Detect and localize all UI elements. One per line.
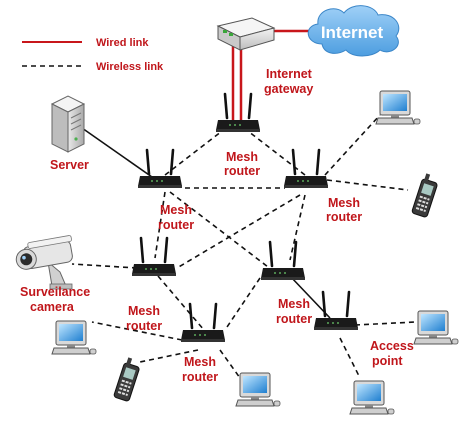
mesh-router-label: router [276,312,312,326]
mobile-phone-icon [410,172,441,219]
wireless-link [139,349,199,363]
wireless-link [164,127,227,176]
mesh-router-label: Mesh [328,196,360,210]
desktop-computer-icon [375,90,421,125]
mesh-router-label: router [182,370,218,384]
router-icon [214,92,262,134]
mesh-router-label: router [158,218,194,232]
desktop-computer-icon [235,372,281,407]
desktop-computer-icon [51,320,97,355]
wireless-link [169,191,273,271]
wireless-link [324,114,381,176]
legend-wireless-label: Wireless link [96,61,164,73]
server-icon [50,95,86,153]
wireless-link [354,321,417,326]
internet-gateway-label: gateway [264,82,313,96]
router-icon [136,148,184,190]
router-icon [259,240,307,282]
legend-wired-label: Wired link [96,37,149,49]
mesh-router-label: router [126,319,162,333]
mesh-router-label: Mesh [160,203,192,217]
mesh-router-label: router [326,210,362,224]
internet-gateway-label: Internet [266,67,313,81]
mesh-router-label: Mesh [128,304,160,318]
wireless-link [71,263,138,269]
access-point-icon [312,290,360,332]
access-point-label: Access [370,339,414,353]
desktop-computer-icon [413,310,459,345]
mobile-phone-icon [112,356,143,403]
internet-gateway-icon [216,17,276,51]
mesh-router-label: router [224,164,260,178]
surveillance-camera-label: camera [30,300,75,314]
wireless-link [326,179,409,191]
desktop-computer-icon [349,380,395,415]
router-icon [282,148,330,190]
legend: Wired link Wireless link [22,37,164,73]
wireless-link [289,194,306,261]
internet-label: Internet [321,23,384,42]
server-label: Server [50,158,89,172]
wireless-link [224,277,261,331]
surveillance-camera-label: Surveilance [20,285,90,299]
wireless-link [91,321,183,341]
mesh-router-label: Mesh [184,355,216,369]
router-icon [130,236,178,278]
router-icon [179,302,227,344]
mesh-router-label: Mesh [226,150,258,164]
wireless-link [219,349,241,379]
wireless-link [176,194,301,269]
wireless-link [157,275,205,331]
wired-link-server-mesh1 [81,127,153,178]
wireless-link [154,191,166,259]
wireless-link [339,337,361,379]
mesh-router-label: Mesh [278,297,310,311]
internet-cloud-icon: Internet [307,5,400,57]
access-point-label: point [372,354,403,368]
surveillance-camera-icon [15,235,73,290]
